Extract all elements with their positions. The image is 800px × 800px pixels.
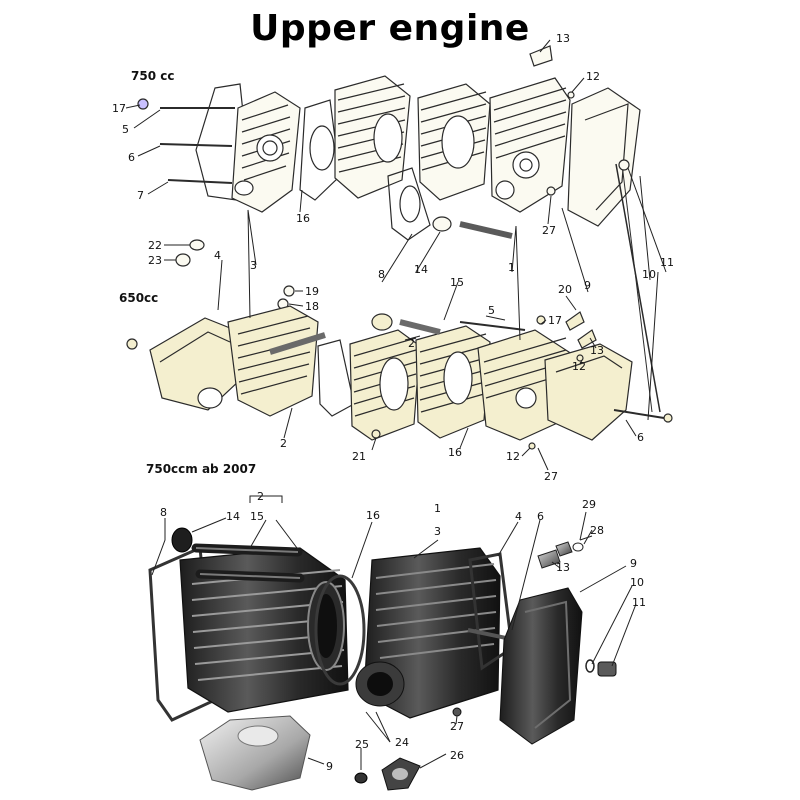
callout-23: 23 — [148, 254, 162, 267]
valve-cover-right — [544, 343, 633, 441]
gasket-16 — [299, 99, 341, 201]
callout-22: 22 — [148, 239, 162, 252]
seal-14-photo — [171, 527, 193, 553]
callout-8: 8 — [378, 268, 385, 281]
callout-11-bottom: 11 — [632, 596, 646, 609]
plug-13-photo — [537, 541, 573, 569]
callout-9: 9 — [584, 279, 591, 292]
callout-27-bottom: 27 — [450, 720, 464, 733]
callout-4-bottom: 4 — [515, 510, 522, 523]
stud-6 — [159, 143, 233, 147]
callout-4: 4 — [214, 249, 221, 262]
callout-16-bottom: 16 — [366, 509, 380, 522]
callout-25: 25 — [355, 738, 369, 751]
gasket-16-photo — [314, 574, 366, 686]
pushrod-tubes-15 — [191, 543, 305, 583]
callout-15-bottom: 15 — [250, 510, 264, 523]
plug-13 — [529, 45, 553, 67]
callout-27: 27 — [542, 224, 556, 237]
stud-11 — [615, 163, 661, 413]
valve-cover-left — [149, 317, 241, 411]
callout-2-mid-b: 2 — [280, 437, 287, 450]
callout-9-bottom: 9 — [630, 557, 637, 570]
gasket-8 — [387, 167, 431, 241]
page-title: Upper engine — [250, 8, 530, 49]
callout-3: 3 — [250, 259, 257, 272]
diagram-650cc — [126, 305, 673, 450]
diagram-750cc — [137, 45, 661, 413]
chrome-cover-9-photo — [199, 715, 311, 791]
callout-3-bottom: 3 — [434, 525, 441, 538]
callout-11: 11 — [660, 256, 674, 269]
cylinder-left-photo — [179, 547, 349, 713]
section-label-750ccm-2007: 750ccm ab 2007 — [146, 462, 257, 476]
callout-21: 21 — [352, 450, 366, 463]
callout-17: 17 — [112, 102, 126, 115]
callout-24: 24 — [395, 736, 409, 749]
callout-16-mid: 16 — [448, 446, 462, 459]
valve-cover-9-photo — [499, 587, 583, 745]
callout-5-mid: 5 — [488, 304, 495, 317]
callout-18: 18 — [305, 300, 319, 313]
callout-9-bottom-b: 9 — [326, 760, 333, 773]
callout-14: 14 — [414, 263, 428, 276]
callout-2-bottom: 2 — [257, 490, 264, 503]
gasket-8-photo — [148, 545, 217, 722]
callout-1-bottom: 1 — [434, 502, 441, 515]
callout-19: 19 — [305, 285, 319, 298]
callout-27-mid: 27 — [544, 470, 558, 483]
callout-13: 13 — [556, 32, 570, 45]
callout-15: 15 — [450, 276, 464, 289]
flange-26-photo — [381, 757, 421, 791]
callout-14-bottom: 14 — [226, 510, 240, 523]
callout-17-mid: 17 — [548, 314, 562, 327]
callout-10-bottom: 10 — [630, 576, 644, 589]
section-label-750cc: 750 cc — [131, 69, 175, 83]
stud-7 — [167, 179, 233, 184]
callout-6: 6 — [128, 151, 135, 164]
callout-20: 20 — [558, 283, 572, 296]
nut-11-photo — [597, 661, 617, 677]
cylinder-head-photo — [355, 547, 501, 719]
callout-28: 28 — [590, 524, 604, 537]
callout-29: 29 — [582, 498, 596, 511]
callout-13-bottom: 13 — [556, 561, 570, 574]
callout-12: 12 — [586, 70, 600, 83]
leader-lines — [125, 39, 667, 770]
callout-10: 10 — [642, 268, 656, 281]
tube-15 — [459, 221, 513, 239]
callout-16: 16 — [296, 212, 310, 225]
callout-13-mid: 13 — [590, 344, 604, 357]
callout-12-mid-b: 12 — [506, 450, 520, 463]
cylinder-left — [334, 75, 411, 199]
valve-cover-9 — [567, 87, 641, 227]
callout-26: 26 — [450, 749, 464, 762]
seal-14 — [432, 216, 452, 232]
diagram-750ccm-2007 — [148, 527, 617, 791]
callout-7: 7 — [137, 189, 144, 202]
callout-12-mid: 12 — [572, 360, 586, 373]
cylinder-head-1 — [489, 77, 571, 213]
callout-6-bottom: 6 — [537, 510, 544, 523]
section-label-650cc: 650cc — [119, 291, 159, 305]
callout-8-bottom: 8 — [160, 506, 167, 519]
callout-2-mid: 2 — [408, 337, 415, 350]
callout-1: 1 — [508, 261, 515, 274]
callout-6-mid: 6 — [637, 431, 644, 444]
callout-labels: 13 12 17 5 6 7 16 27 22 23 4 3 8 14 1 9 … — [112, 32, 674, 773]
callout-5: 5 — [122, 123, 129, 136]
